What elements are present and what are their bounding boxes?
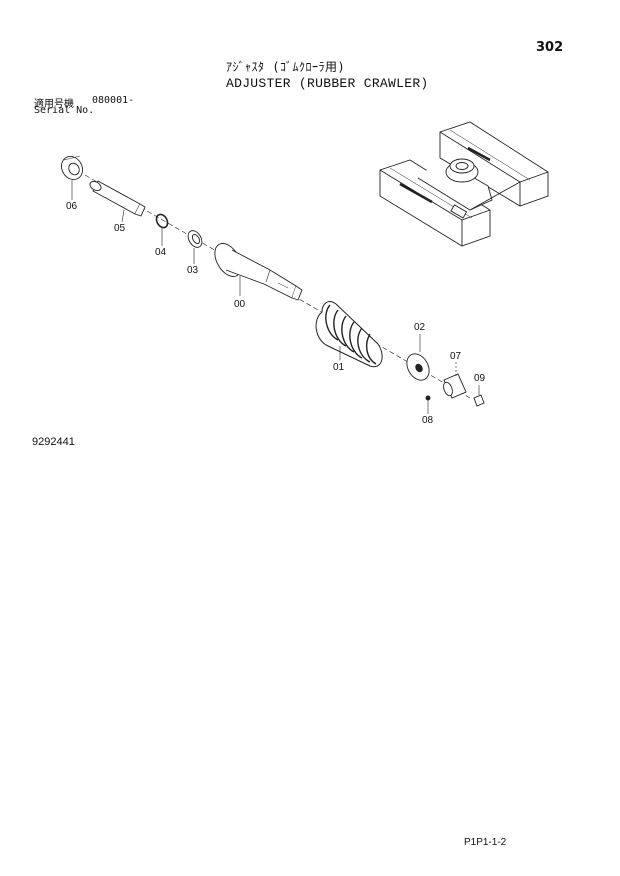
page-title: ADJUSTER (RUBBER CRAWLER) [226,76,429,91]
page-code: P1P1-1-2 [464,837,507,848]
serial-label: Serial No. [34,105,95,116]
part-label: 04 [155,247,167,258]
part-07-valve-body [443,362,467,399]
assembly-axis [84,174,471,399]
part-label: 06 [66,201,78,212]
part-09-grease-fitting [473,385,485,407]
part-label: 08 [422,415,434,426]
part-label: 01 [333,362,345,373]
serial-value: 080001- [92,95,135,106]
part-label: 05 [114,223,126,234]
part-label: 02 [414,322,426,333]
part-01-spring [315,301,383,368]
part-03-washer [187,230,203,264]
part-00-shaft [214,243,303,301]
part-label: 07 [450,351,462,362]
part-02-plate [406,334,430,381]
serial-label-japanese: 適用号機 [34,99,74,110]
part-04-o-ring [155,213,169,246]
document-number: 9292441 [32,436,75,448]
crawler-frame-illustration [379,121,549,247]
title-japanese: ｱｼﾞｬｽﾀ (ｺﾞﾑｸﾛｰﾗ用) [226,60,346,74]
part-label: 03 [187,265,199,276]
part-label: 09 [474,373,486,384]
part-08-ball [425,395,431,414]
part-05-rod [89,180,146,223]
part-label: 00 [234,299,246,310]
part-06-seal [61,155,83,200]
page-number: 302 [536,40,564,55]
